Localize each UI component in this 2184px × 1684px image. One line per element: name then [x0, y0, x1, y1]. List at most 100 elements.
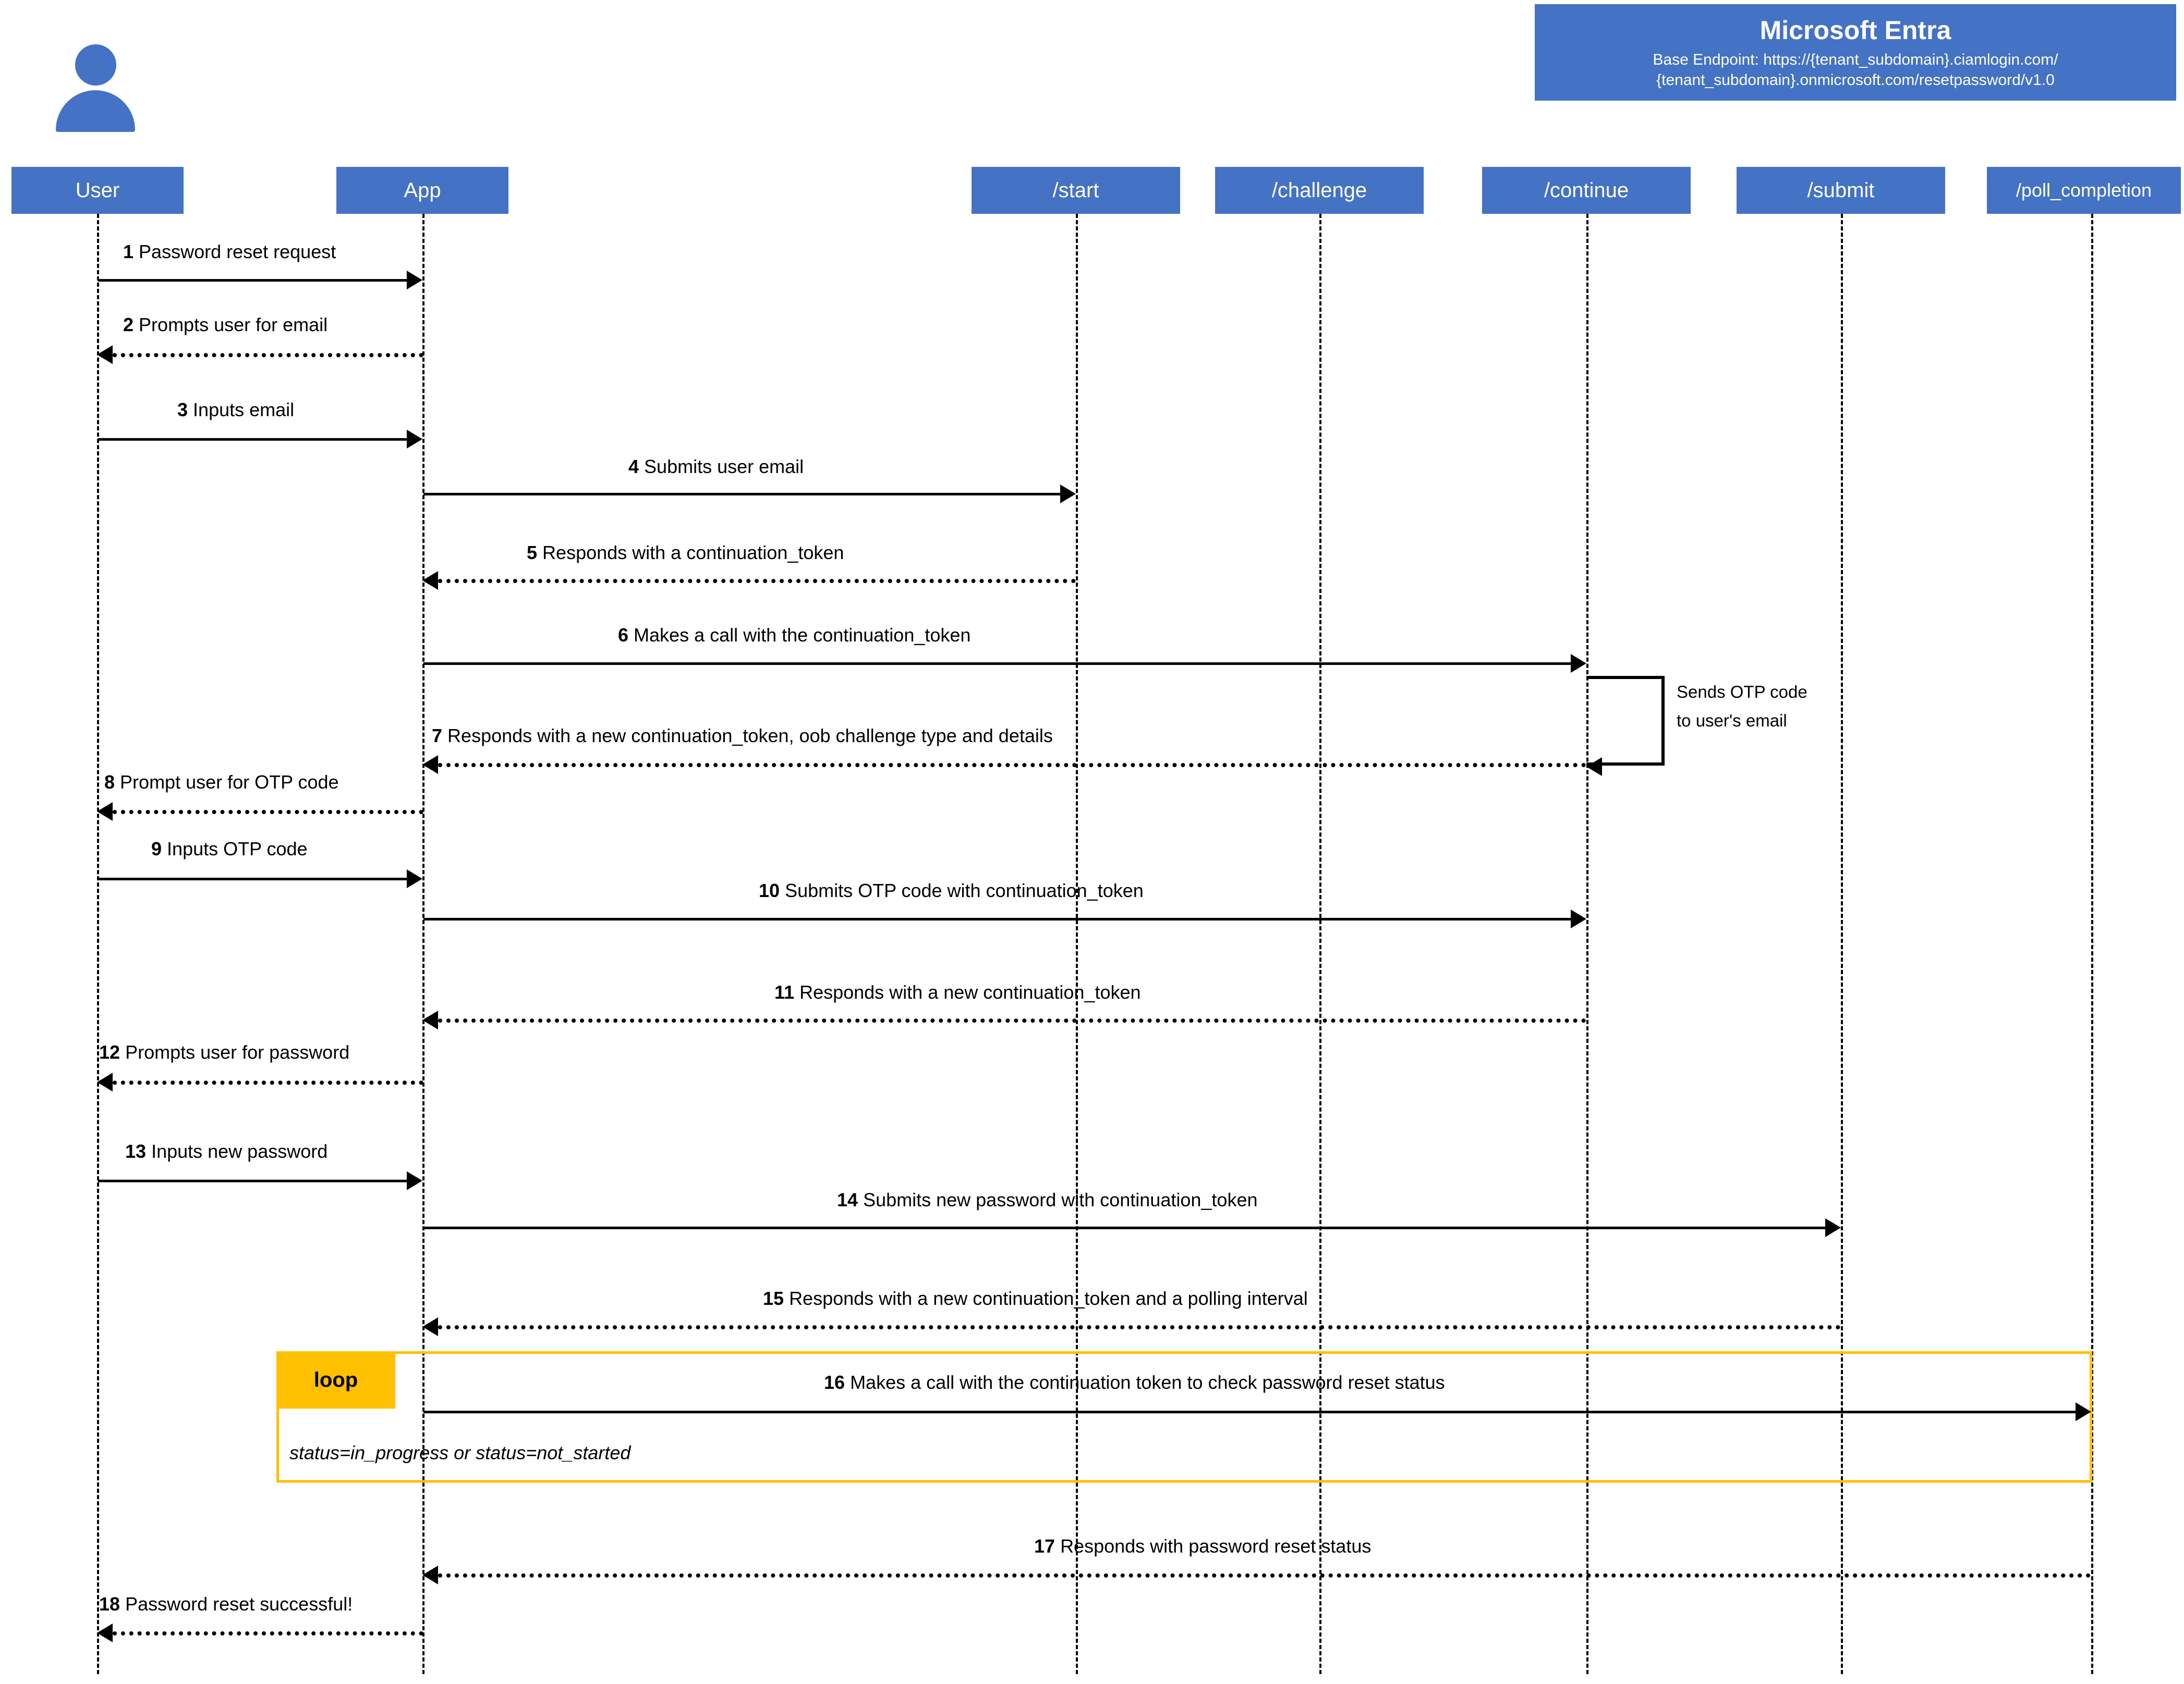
- message-label-8: 8 Prompt user for OTP code: [104, 773, 339, 792]
- lifeline-app: [422, 214, 424, 1674]
- message-text-5: Responds with a continuation_token: [542, 542, 844, 563]
- message-text-7: Responds with a new continuation_token, …: [447, 725, 1053, 746]
- message-label-14: 14 Submits new password with continuatio…: [837, 1191, 1257, 1209]
- message-label-5: 5 Responds with a continuation_token: [527, 543, 844, 562]
- participant-box-poll-completion[interactable]: /poll_completion: [1987, 167, 2181, 214]
- message-arrowhead-2: [97, 345, 113, 364]
- participant-label-submit: /submit: [1807, 179, 1875, 202]
- message-num-8: 8: [104, 771, 115, 793]
- message-line-10: [423, 918, 1571, 920]
- message-line-1: [98, 279, 407, 282]
- participant-box-user[interactable]: User: [11, 167, 184, 214]
- message-arrowhead-7: [422, 755, 438, 774]
- loop-fragment-condition: status=in_progress or status=not_started: [289, 1442, 631, 1463]
- message-line-11: [438, 1019, 1586, 1023]
- message-arrowhead-16: [2076, 1402, 2091, 1421]
- message-arrowhead-13: [407, 1171, 422, 1190]
- participant-box-app[interactable]: App: [336, 167, 508, 214]
- participant-box-challenge[interactable]: /challenge: [1215, 167, 1424, 214]
- message-text-4: Submits user email: [644, 456, 804, 477]
- message-text-10: Submits OTP code with continuation_token: [785, 880, 1144, 901]
- message-text-16: Makes a call with the continuation token…: [850, 1372, 1445, 1393]
- message-line-13: [98, 1180, 407, 1182]
- message-label-11: 11 Responds with a new continuation_toke…: [774, 983, 1141, 1002]
- system-box-subtitle-line2: {tenant_subdomain}.onmicrosoft.com/reset…: [1656, 71, 2055, 89]
- message-num-18: 18: [99, 1593, 120, 1615]
- message-line-18: [113, 1631, 423, 1635]
- message-num-4: 4: [628, 456, 639, 477]
- user-icon-body: [56, 90, 135, 132]
- participant-label-continue: /continue: [1544, 179, 1629, 202]
- message-text-13: Inputs new password: [151, 1141, 328, 1162]
- participant-box-start[interactable]: /start: [972, 167, 1180, 214]
- message-text-3: Inputs email: [193, 399, 295, 420]
- message-arrowhead-5: [422, 571, 438, 590]
- message-arrowhead-14: [1825, 1218, 1841, 1237]
- message-num-7: 7: [432, 725, 443, 746]
- message-arrowhead-3: [407, 430, 422, 449]
- message-arrowhead-4: [1060, 484, 1076, 503]
- lifeline-submit: [1841, 214, 1843, 1674]
- loop-fragment-label: loop: [313, 1368, 358, 1391]
- message-label-9: 9 Inputs OTP code: [151, 840, 308, 858]
- message-num-13: 13: [125, 1141, 147, 1162]
- message-text-17: Responds with password reset status: [1060, 1535, 1372, 1557]
- message-num-2: 2: [123, 314, 134, 335]
- message-text-8: Prompt user for OTP code: [120, 771, 339, 793]
- message-text-1: Password reset request: [139, 241, 336, 262]
- message-label-4: 4 Submits user email: [628, 457, 804, 476]
- message-arrowhead-18: [97, 1624, 113, 1642]
- lifeline-user: [97, 214, 99, 1674]
- message-label-15: 15 Responds with a new continuation_toke…: [763, 1289, 1308, 1308]
- message-line-8: [113, 810, 423, 814]
- user-icon-head: [75, 44, 116, 86]
- message-line-14: [423, 1227, 1825, 1229]
- message-line-2: [113, 353, 423, 357]
- message-line-7: [438, 763, 1586, 767]
- message-arrowhead-1: [407, 271, 422, 289]
- system-box-microsoft-entra: Microsoft Entra Base Endpoint: https://{…: [1535, 4, 2176, 101]
- message-label-6: 6 Makes a call with the continuation_tok…: [618, 626, 970, 645]
- participant-label-user: User: [75, 179, 120, 202]
- message-num-12: 12: [99, 1041, 120, 1063]
- message-arrowhead-15: [422, 1317, 438, 1336]
- self-message-note-line1: Sends OTP code: [1677, 682, 1807, 701]
- lifeline-continue: [1586, 214, 1588, 1674]
- message-label-16: 16 Makes a call with the continuation to…: [824, 1373, 1445, 1392]
- message-num-1: 1: [123, 241, 134, 262]
- message-line-12: [113, 1081, 423, 1085]
- participant-box-continue[interactable]: /continue: [1482, 167, 1691, 214]
- lifeline-poll-completion: [2091, 214, 2093, 1674]
- message-label-13: 13 Inputs new password: [125, 1142, 327, 1161]
- message-num-11: 11: [774, 982, 795, 1003]
- message-label-18: 18 Password reset successful!: [99, 1595, 353, 1614]
- participant-box-submit[interactable]: /submit: [1737, 167, 1945, 214]
- message-text-12: Prompts user for password: [125, 1041, 350, 1063]
- message-line-17: [438, 1573, 2091, 1578]
- self-message-note-line2: to user's email: [1677, 711, 1787, 730]
- system-box-subtitle-line1: Base Endpoint: https://{tenant_subdomain…: [1653, 51, 2058, 69]
- participant-label-app: App: [404, 179, 441, 202]
- message-label-3: 3 Inputs email: [177, 401, 294, 419]
- self-message-loop-sends-otp: [1586, 676, 1665, 766]
- lifeline-challenge: [1319, 214, 1321, 1674]
- message-line-15: [438, 1325, 1841, 1329]
- message-line-9: [98, 878, 407, 880]
- message-line-5: [438, 579, 1076, 583]
- message-arrowhead-17: [422, 1566, 438, 1584]
- lifeline-start: [1076, 214, 1078, 1674]
- message-num-9: 9: [151, 838, 162, 859]
- message-label-7: 7 Responds with a new continuation_token…: [432, 726, 1053, 745]
- self-message-arrowhead: [1586, 757, 1602, 776]
- message-num-15: 15: [763, 1288, 784, 1309]
- message-num-10: 10: [759, 880, 780, 901]
- system-box-title: Microsoft Entra: [1760, 16, 1951, 45]
- message-label-17: 17 Responds with password reset status: [1034, 1537, 1371, 1556]
- message-label-12: 12 Prompts user for password: [99, 1043, 349, 1062]
- message-num-5: 5: [527, 542, 538, 563]
- message-line-4: [423, 493, 1060, 495]
- message-text-9: Inputs OTP code: [167, 838, 308, 859]
- message-num-14: 14: [837, 1189, 858, 1210]
- message-label-2: 2 Prompts user for email: [123, 316, 327, 334]
